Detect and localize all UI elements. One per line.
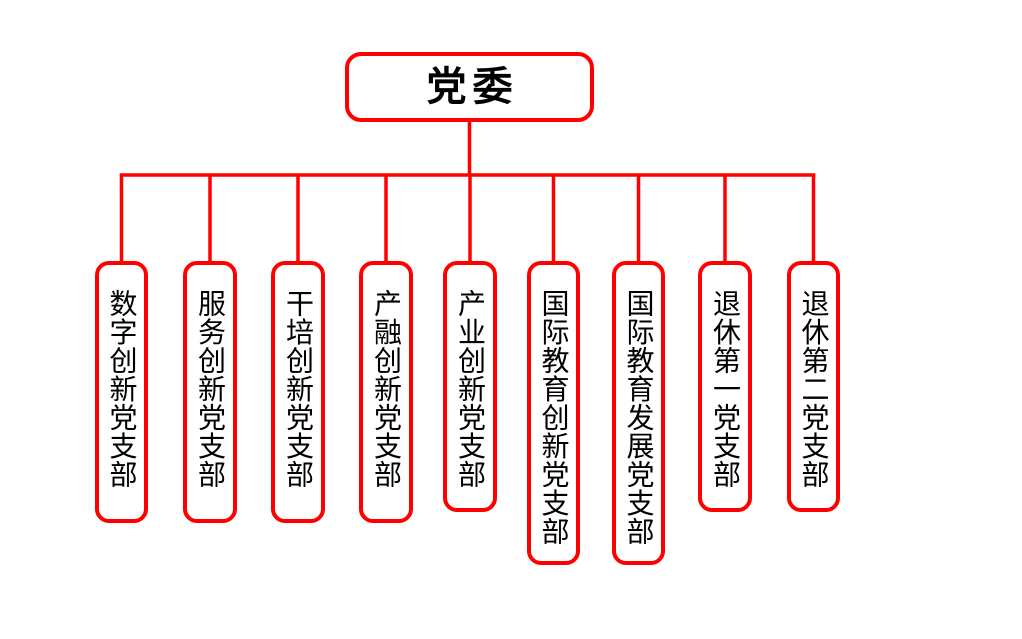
org-node-branch-1: 数字创新党支部	[95, 261, 148, 523]
org-node-branch-6-label: 国际教育创新党支部	[537, 289, 571, 546]
org-node-branch-3: 干培创新党支部	[271, 261, 325, 523]
org-node-branch-9-label: 退休第二党支部	[797, 289, 831, 489]
org-node-branch-8-label: 退休第一党支部	[709, 289, 742, 489]
org-node-branch-4-label: 产融创新党支部	[370, 289, 403, 489]
org-node-branch-5-label: 产业创新党支部	[454, 289, 487, 489]
org-node-branch-5: 产业创新党支部	[443, 261, 497, 512]
org-node-branch-4: 产融创新党支部	[359, 261, 413, 523]
org-node-branch-1-label: 数字创新党支部	[105, 289, 139, 489]
org-node-branch-8: 退休第一党支部	[698, 261, 752, 512]
org-node-branch-6: 国际教育创新党支部	[527, 261, 580, 565]
org-node-branch-3-label: 干培创新党支部	[282, 289, 315, 489]
org-node-branch-7: 国际教育发展党支部	[612, 261, 665, 565]
org-node-root-label: 党委	[426, 64, 519, 110]
org-node-branch-9: 退休第二党支部	[787, 261, 840, 512]
org-node-branch-7-label: 国际教育发展党支部	[622, 289, 656, 546]
org-node-branch-2-label: 服务创新党支部	[194, 289, 227, 489]
org-node-branch-2: 服务创新党支部	[183, 261, 237, 523]
org-node-root: 党委	[345, 52, 594, 122]
